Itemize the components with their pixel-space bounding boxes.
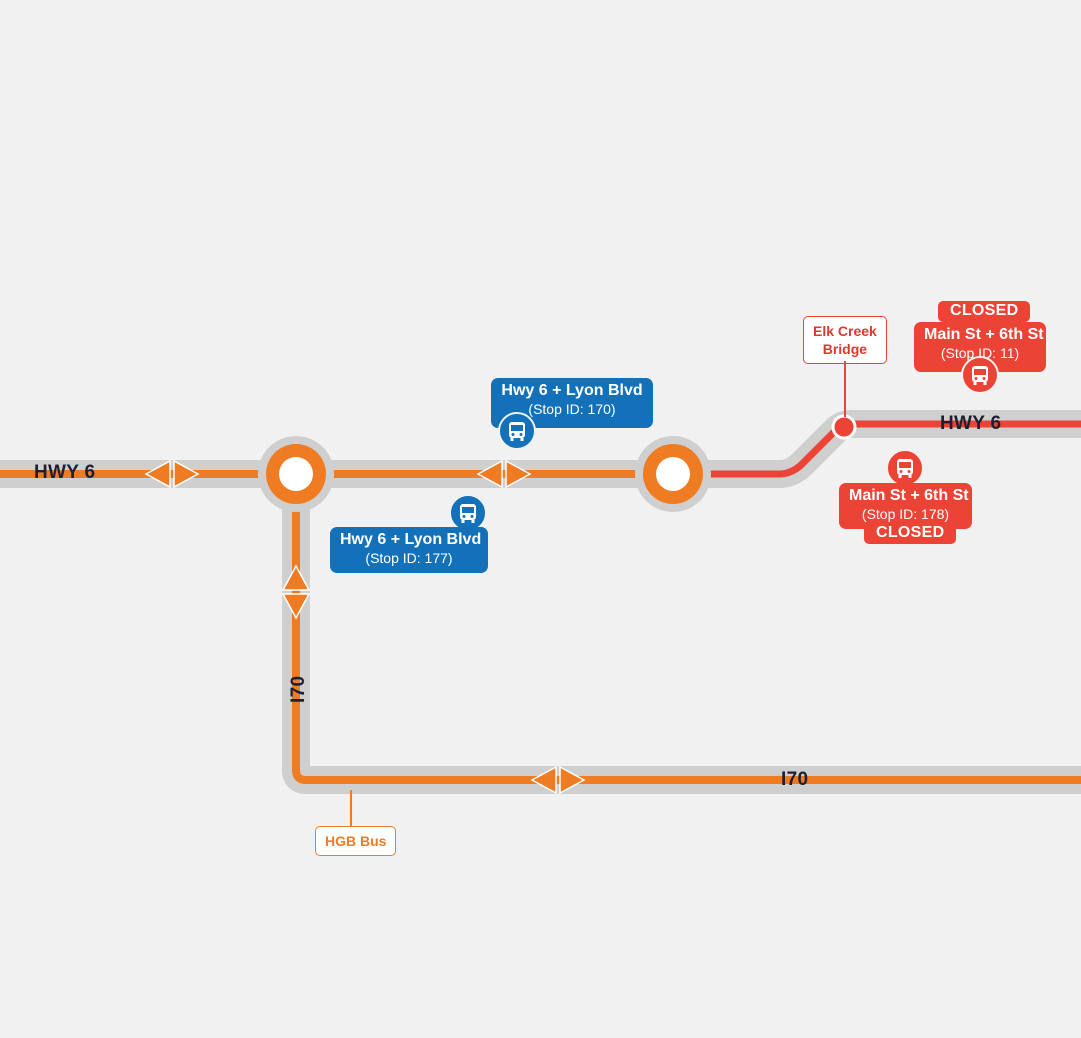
closure-point-icon	[831, 414, 857, 440]
stop-177-label[interactable]: Hwy 6 + Lyon Blvd (Stop ID: 177)	[330, 527, 488, 573]
road-label-i70-horizontal: I70	[781, 769, 809, 790]
double-arrow-icon-hwy6-west	[144, 459, 200, 489]
stop-11-id: (Stop ID: 11)	[940, 345, 1020, 361]
stop-178-label[interactable]: Main St + 6th St (Stop ID: 178)	[839, 483, 972, 529]
bus-icon-stop-11[interactable]	[961, 356, 999, 394]
bus-icon-stop-177[interactable]	[449, 494, 487, 532]
double-arrow-icon-i70-horizontal	[530, 765, 586, 795]
stop-170-name: Hwy 6 + Lyon Blvd	[501, 382, 643, 399]
roundabout-icon-east	[635, 436, 711, 512]
bus-icon-glyph	[509, 422, 525, 441]
elk-creek-leader-line	[844, 361, 846, 417]
stop-11-name: Main St + 6th St	[924, 326, 1044, 343]
road-label-hwy6-east: HWY 6	[940, 413, 1002, 434]
bus-icon-glyph	[897, 459, 913, 478]
stop-170-id: (Stop ID: 170)	[528, 401, 616, 417]
elk-creek-line2: Bridge	[822, 341, 868, 357]
stop-178-id: (Stop ID: 178)	[861, 506, 950, 522]
elk-creek-line1: Elk Creek	[813, 323, 877, 339]
stop-11-closed-badge: CLOSED	[938, 301, 1031, 322]
bus-icon-glyph	[460, 504, 476, 523]
stop-177-name: Hwy 6 + Lyon Blvd	[340, 531, 482, 548]
hgb-bus-callout: HGB Bus	[315, 826, 397, 856]
stop-178-closed-badge: CLOSED	[864, 523, 957, 544]
stop-177-id: (Stop ID: 177)	[365, 550, 453, 566]
i70-route	[292, 474, 1081, 784]
bus-icon-stop-170[interactable]	[498, 412, 536, 450]
bus-icon-glyph	[972, 366, 988, 385]
stop-11-label[interactable]: Main St + 6th St (Stop ID: 11)	[914, 322, 1046, 372]
stop-178-name: Main St + 6th St	[849, 487, 969, 504]
hgb-bus-leader-line	[350, 790, 352, 826]
double-arrow-icon-hwy6-middle	[476, 459, 532, 489]
elk-creek-bridge-callout: Elk Creek Bridge	[803, 316, 887, 364]
double-arrow-icon-i70-vertical	[281, 564, 311, 620]
roundabout-icon-west	[258, 436, 334, 512]
bus-icon-stop-178[interactable]	[886, 449, 924, 487]
road-label-hwy6-west: HWY 6	[34, 462, 96, 483]
road-label-i70-vertical: I70	[288, 675, 309, 703]
hwy6-east-casing	[673, 410, 1081, 488]
